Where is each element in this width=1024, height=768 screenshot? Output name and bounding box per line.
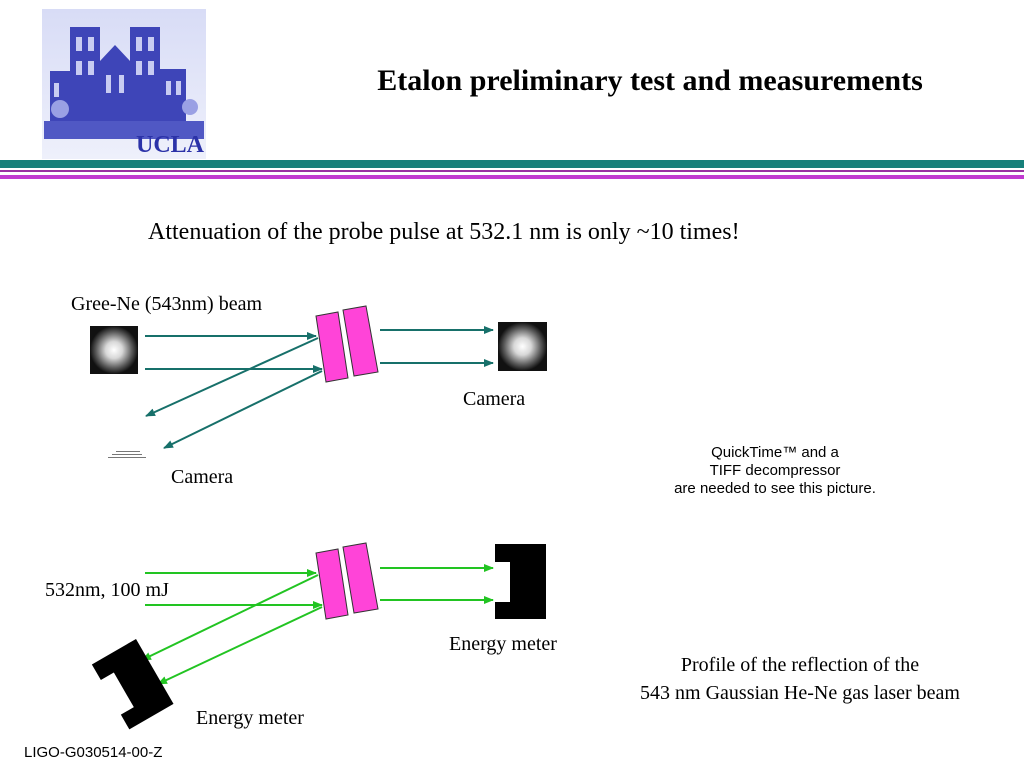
energy-meter-left-label: Energy meter — [196, 707, 304, 729]
laser-label: 532nm, 100 mJ — [45, 579, 169, 601]
energy-meter-left-icon — [91, 638, 174, 730]
building-icon — [44, 27, 204, 139]
subtitle: Attenuation of the probe pulse at 532.1 … — [148, 219, 740, 245]
ucla-logo: UCLA — [42, 9, 206, 159]
document-id-footer: LIGO-G030514-00-Z — [24, 744, 163, 761]
etalon-bottom — [315, 542, 379, 620]
tree-icon — [51, 99, 198, 118]
etalon-top — [315, 305, 379, 383]
quicktime-line-1: QuickTime™ and a — [711, 444, 839, 461]
logo-text: UCLA — [136, 132, 205, 158]
quicktime-line-2: TIFF decompressor — [709, 462, 841, 479]
energy-meter-right-label: Energy meter — [449, 633, 557, 655]
caption-line-1: Profile of the reflection of the — [680, 654, 920, 676]
quicktime-line-3: are needed to see this picture. — [674, 480, 876, 497]
laser-reflect-lower — [157, 606, 323, 685]
profile-caption: Profile of the reflection of the 543 nm … — [600, 651, 1000, 707]
page-title: Etalon preliminary test and measurements — [377, 64, 923, 97]
beam-profile-output — [498, 322, 547, 371]
header-divider-purple-thin — [0, 170, 1024, 172]
laser-reflect-upper — [141, 574, 319, 661]
beam-label: Gree-Ne (543nm) beam — [71, 293, 263, 315]
camera-left-label: Camera — [171, 466, 234, 488]
camera-right-label: Camera — [463, 388, 526, 410]
header-divider-purple — [0, 175, 1024, 179]
quicktime-placeholder: QuickTime™ and a TIFF decompressor are n… — [620, 444, 930, 498]
energy-meter-right-icon — [495, 544, 546, 619]
caption-line-2: 543 nm Gaussian He-Ne gas laser beam — [640, 682, 960, 704]
beam-reflect-lower — [163, 370, 323, 449]
beam-reflect-upper — [145, 337, 319, 417]
camera-placeholder-icon — [108, 451, 146, 458]
beam-profile-input — [90, 326, 138, 374]
header-divider-teal — [0, 160, 1024, 168]
